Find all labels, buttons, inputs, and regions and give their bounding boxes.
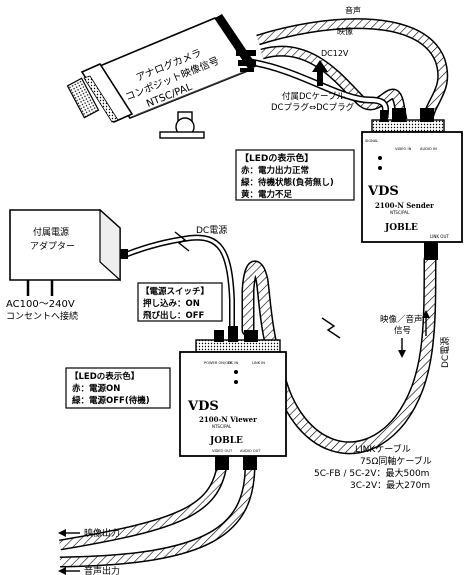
link-cable — [241, 253, 437, 455]
led-sender-note: 【LEDの表示色】 赤：電力出力正常 緑：待機状態(負荷無し) 黄：電力不足 — [235, 149, 355, 201]
sender-sub: NTSC/PAL — [390, 210, 410, 215]
sender-port-audio: AUDIO IN — [420, 147, 437, 151]
up-arrow-icon — [312, 60, 328, 86]
link-cable-line3: 5C-FB / 5C-2V：最大500m — [314, 467, 429, 479]
power-switch-note: 【電源スイッチ】 押し込み：ON 飛び出し：OFF — [137, 282, 223, 322]
viewer-port-power: POWER ON/OFF — [204, 361, 232, 365]
viewer-port-link: LINK IN — [252, 361, 265, 365]
sender-port-signal: SIGNAL — [365, 139, 378, 143]
led-sender-line-yellow: 黄：電力不足 — [241, 189, 293, 200]
adapter-line2: アダプター — [30, 240, 75, 252]
analog-camera: アナログカメラ コンポジット映像信号 NTSC/PAL — [66, 14, 257, 139]
label-video-audio-2: 信号 — [394, 325, 411, 336]
up-arrow-small-icon — [422, 310, 430, 336]
led-sender-line-green: 緑：待機状態(負荷無し) — [241, 177, 334, 188]
power-switch-on: 押し込み：ON — [143, 298, 200, 309]
dc-cable-note-line2: DCプラグ⇔DCプラグ — [271, 102, 355, 113]
label-video-audio-1: 映像／音声 — [380, 314, 423, 325]
viewer-unit: POWER ON/OFF DC IN LINK IN VDS 2100-N Vi… — [179, 326, 287, 470]
label-video-output: 映像出力 — [84, 527, 120, 539]
audio-cable-top — [256, 18, 449, 122]
down-arrow-icon — [398, 338, 406, 358]
label-dc-power-right: DC電源 — [440, 337, 451, 368]
led-viewer-title: 【LEDの表示色】 — [70, 371, 139, 382]
label-audio-output: 音声出力 — [84, 565, 120, 575]
viewer-brand: VDS — [187, 399, 219, 414]
viewer-model: 2100-N Viewer — [199, 415, 257, 424]
sender-port-link: LINK OUT — [430, 234, 449, 239]
video-out-cable — [59, 464, 228, 551]
label-dc-power-left: DC電源 — [196, 225, 227, 236]
label-video: 映像 — [337, 26, 353, 36]
link-cable-line4: 3C-2V：最大270m — [350, 479, 430, 491]
dc-cable-top — [249, 58, 390, 119]
led-viewer-line-green: 緑：電源OFF(待機) — [72, 395, 150, 406]
viewer-port-dc: DC IN — [228, 361, 238, 365]
dc-cable-note-line1: 付属DCケーブル — [282, 91, 345, 102]
led-viewer-note: 【LEDの表示色】 赤：電源ON 緑：電源OFF(待機) — [65, 367, 171, 409]
sender-model: 2100-N Sender — [375, 201, 434, 210]
sender-maker: JOBLE — [384, 223, 418, 233]
cable-break-marks — [174, 231, 341, 339]
video-output-arrow-icon — [58, 529, 80, 537]
label-dc12v: DC12V — [321, 49, 349, 58]
sender-unit: SIGNAL VIDEO IN AUDIO IN VDS 2100-N Send… — [361, 108, 463, 260]
adapter-line1: 付属電源 — [33, 227, 69, 238]
label-audio: 音声 — [345, 5, 361, 15]
power-adapter: 付属電源 アダプター AC100～240V コンセントへ接続 — [6, 208, 128, 322]
viewer-port-audio: AUDIO OUT — [240, 449, 261, 453]
viewer-maker: JOBLE — [209, 436, 243, 446]
viewer-port-video: VIDEO OUT — [212, 449, 233, 453]
audio-out-cable — [59, 464, 256, 568]
adapter-ac2: コンセントへ接続 — [6, 310, 78, 322]
sender-brand: VDS — [367, 184, 399, 199]
led-viewer-line-red: 赤：電源ON — [72, 383, 120, 394]
power-switch-off: 飛び出し：OFF — [142, 310, 205, 321]
power-switch-title: 【電源スイッチ】 — [141, 286, 209, 297]
adapter-dc-cable — [123, 234, 235, 340]
adapter-ac1: AC100～240V — [6, 299, 75, 310]
link-cable-note: LINKケーブル 75Ω同軸ケーブル 5C-FB / 5C-2V：最大500m … — [314, 443, 432, 491]
audio-output-arrow-icon — [58, 567, 80, 575]
link-cable-line2: 75Ω同軸ケーブル — [360, 455, 432, 467]
link-cable-line1: LINKケーブル — [355, 443, 411, 455]
led-sender-line-red: 赤：電力出力正常 — [241, 165, 309, 176]
led-sender-title: 【LEDの表示色】 — [240, 152, 313, 164]
viewer-sub: NTSC/PAL — [212, 424, 232, 429]
sender-port-video: VIDEO IN — [395, 147, 412, 151]
